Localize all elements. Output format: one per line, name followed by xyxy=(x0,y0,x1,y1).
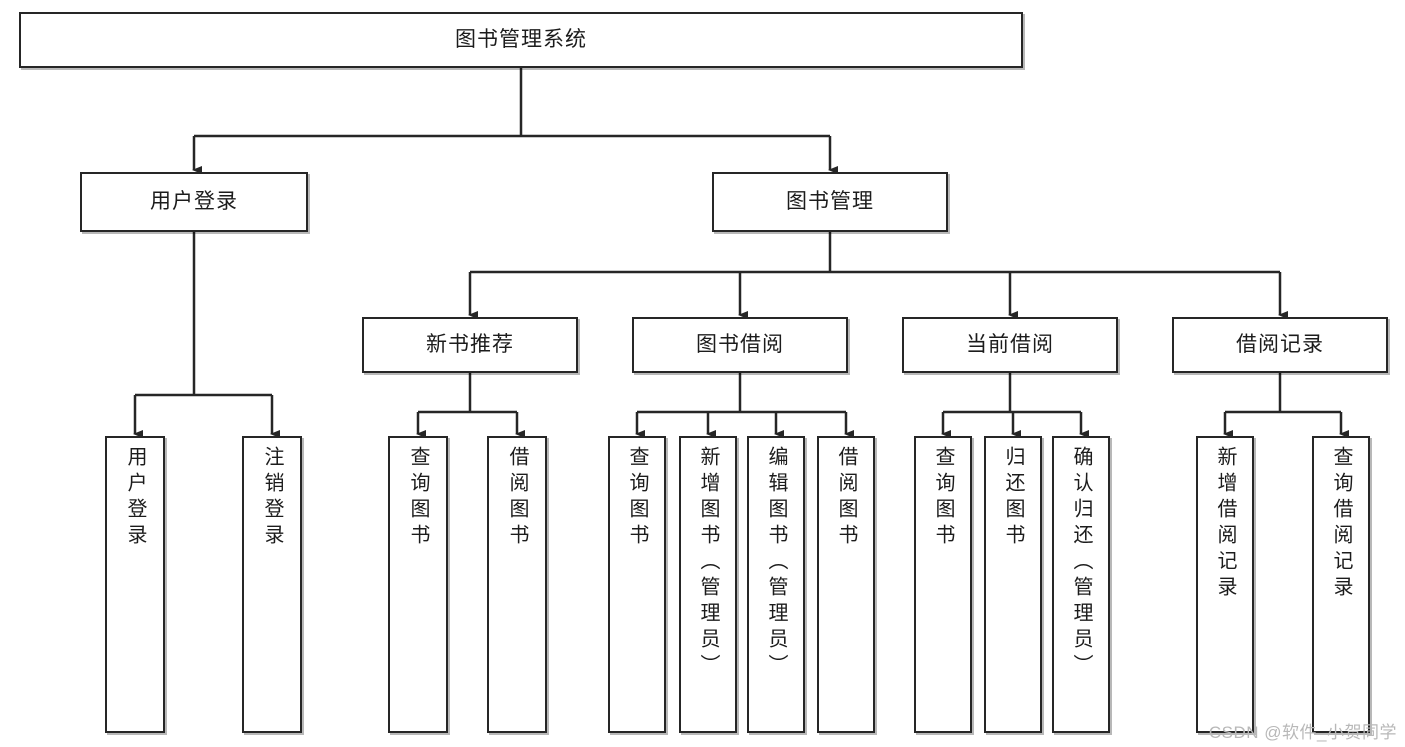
node-leaf-confirm-return[interactable]: 确认归还（管理员） xyxy=(1052,436,1110,733)
node-leaf-user-login[interactable]: 用户登录 xyxy=(105,436,165,733)
node-leaf-query-record[interactable]: 查询借阅记录 xyxy=(1312,436,1370,733)
node-leaf-logout-label: 注销登录 xyxy=(261,446,283,550)
node-leaf-add-book[interactable]: 新增图书（管理员） xyxy=(679,436,737,733)
node-user-login-label: 用户登录 xyxy=(150,189,238,213)
node-leaf-borrow-book-1-label: 借阅图书 xyxy=(506,446,528,550)
node-borrow-record[interactable]: 借阅记录 xyxy=(1172,317,1388,373)
node-book-borrow[interactable]: 图书借阅 xyxy=(632,317,848,373)
node-book-borrow-label: 图书借阅 xyxy=(696,332,784,356)
node-leaf-query-book-2[interactable]: 查询图书 xyxy=(608,436,666,733)
node-leaf-return-book-label: 归还图书 xyxy=(1002,446,1024,550)
node-book-manage-label: 图书管理 xyxy=(786,189,874,213)
node-current-borrow[interactable]: 当前借阅 xyxy=(902,317,1118,373)
node-title-label: 图书管理系统 xyxy=(455,27,587,51)
node-leaf-query-book-3[interactable]: 查询图书 xyxy=(914,436,972,733)
node-borrow-record-label: 借阅记录 xyxy=(1236,332,1324,356)
node-leaf-confirm-return-label: 确认归还（管理员） xyxy=(1070,446,1092,680)
node-current-borrow-label: 当前借阅 xyxy=(966,332,1054,356)
node-leaf-query-record-label: 查询借阅记录 xyxy=(1330,446,1352,602)
node-leaf-edit-book[interactable]: 编辑图书（管理员） xyxy=(747,436,805,733)
node-leaf-logout[interactable]: 注销登录 xyxy=(242,436,302,733)
node-leaf-query-book-3-label: 查询图书 xyxy=(932,446,954,550)
node-leaf-borrow-book-1[interactable]: 借阅图书 xyxy=(487,436,547,733)
node-user-login[interactable]: 用户登录 xyxy=(80,172,308,232)
node-leaf-query-book-2-label: 查询图书 xyxy=(626,446,648,550)
node-leaf-query-book-1-label: 查询图书 xyxy=(407,446,429,550)
node-leaf-borrow-book-2[interactable]: 借阅图书 xyxy=(817,436,875,733)
node-book-manage[interactable]: 图书管理 xyxy=(712,172,948,232)
node-new-book-rec[interactable]: 新书推荐 xyxy=(362,317,578,373)
node-leaf-return-book[interactable]: 归还图书 xyxy=(984,436,1042,733)
node-leaf-user-login-label: 用户登录 xyxy=(124,446,146,550)
node-leaf-borrow-book-2-label: 借阅图书 xyxy=(835,446,857,550)
node-leaf-query-book-1[interactable]: 查询图书 xyxy=(388,436,448,733)
node-leaf-add-record[interactable]: 新增借阅记录 xyxy=(1196,436,1254,733)
node-new-book-rec-label: 新书推荐 xyxy=(426,332,514,356)
node-leaf-add-book-label: 新增图书（管理员） xyxy=(697,446,719,680)
node-leaf-add-record-label: 新增借阅记录 xyxy=(1214,446,1236,602)
node-book-management-system[interactable]: 图书管理系统 xyxy=(19,12,1023,68)
node-leaf-edit-book-label: 编辑图书（管理员） xyxy=(765,446,787,680)
